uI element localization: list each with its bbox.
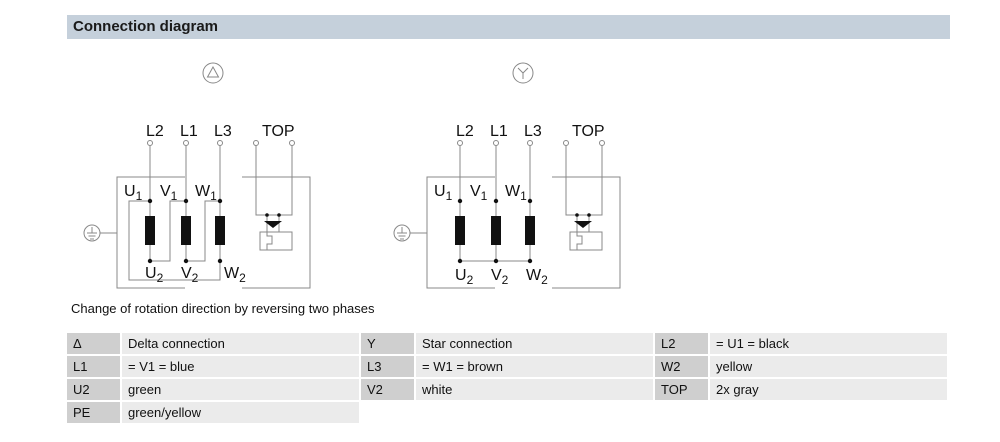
label-u1: U1 (434, 183, 453, 203)
label-v1: V1 (470, 183, 488, 203)
legend-value: Star connection (416, 333, 653, 354)
legend-value: = W1 = brown (416, 356, 653, 377)
label-w1: W1 (505, 183, 527, 203)
label-l2: L2 (456, 123, 474, 140)
legend-key: Y (361, 333, 414, 354)
legend-value: green (122, 379, 359, 400)
label-l1: L1 (490, 123, 508, 140)
label-u2: U2 (455, 267, 474, 287)
label-v1: V1 (160, 183, 178, 203)
section-title: Connection diagram (73, 18, 219, 35)
legend-value: yellow (710, 356, 947, 377)
label-w1: W1 (195, 183, 217, 203)
legend-key: U2 (67, 379, 120, 400)
legend-value: 2x gray (710, 379, 947, 400)
legend-key: L1 (67, 356, 120, 377)
legend-key: PE (67, 402, 120, 423)
legend-value: = U1 = black (710, 333, 947, 354)
label-u2: U2 (145, 265, 164, 285)
label-w2: W2 (224, 265, 246, 285)
label-l3: L3 (214, 123, 232, 140)
label-w2: W2 (526, 267, 548, 287)
rotation-note: Change of rotation direction by reversin… (71, 301, 375, 316)
delta-diagram: L2 L1 L3 TOP U1 V1 W1 U2 V2 W2 (83, 62, 311, 289)
label-l1: L1 (180, 123, 198, 140)
legend-key: W2 (655, 356, 708, 377)
label-u1: U1 (124, 183, 143, 203)
legend-value: Delta connection (122, 333, 359, 354)
label-v2: V2 (491, 267, 509, 287)
star-symbol-icon (512, 62, 534, 84)
delta-symbol-icon (202, 62, 224, 84)
label-l2: L2 (146, 123, 164, 140)
label-top: TOP (262, 123, 295, 140)
section-header: Connection diagram (67, 15, 950, 39)
legend-key: Δ (67, 333, 120, 354)
legend-value: = V1 = blue (122, 356, 359, 377)
label-l3: L3 (524, 123, 542, 140)
legend-key: V2 (361, 379, 414, 400)
legend-value: white (416, 379, 653, 400)
legend-key: L3 (361, 356, 414, 377)
connection-diagrams: L2 L1 L3 TOP U1 V1 W1 U2 V2 W2 L2 L1 L3 … (83, 62, 621, 289)
legend-value: green/yellow (122, 402, 359, 423)
label-v2: V2 (181, 265, 199, 285)
label-top: TOP (572, 123, 605, 140)
legend-key: L2 (655, 333, 708, 354)
legend-key: TOP (655, 379, 708, 400)
star-diagram: L2 L1 L3 TOP U1 V1 W1 U2 V2 W2 (393, 62, 621, 289)
